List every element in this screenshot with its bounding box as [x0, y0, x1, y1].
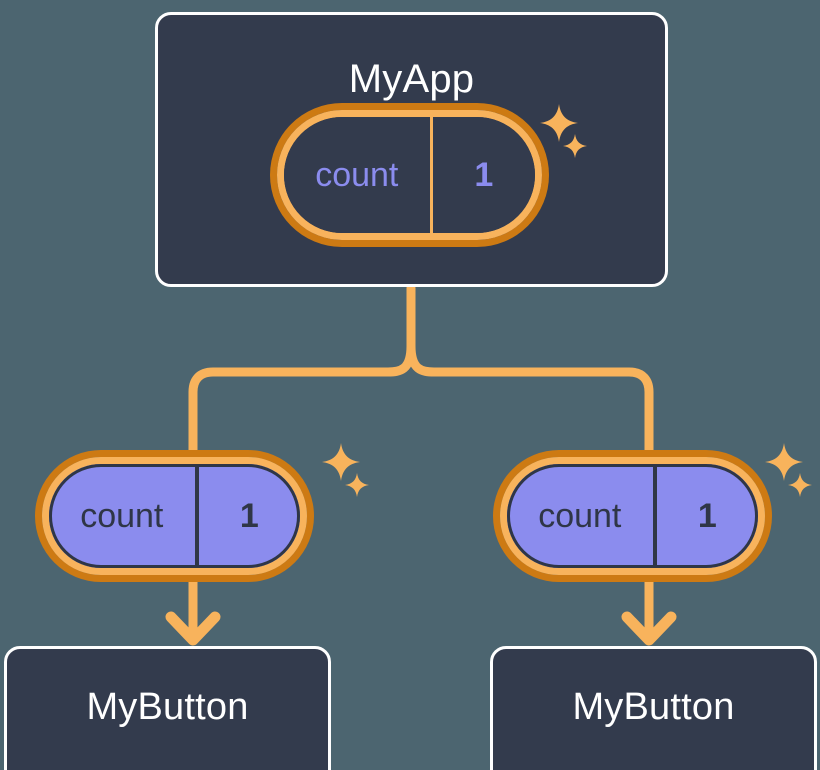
state-pill-right-key: count	[538, 496, 622, 535]
state-pill-left-value: 1	[194, 464, 300, 568]
sparkle-right-small-icon	[788, 473, 812, 497]
component-mybutton-right[interactable]: MyButton	[490, 646, 817, 770]
component-myapp-label: MyApp	[348, 57, 475, 101]
wire-arrow-left-head	[165, 611, 221, 646]
state-pill-right-inner: count 1	[507, 464, 758, 568]
state-pill-myapp[interactable]: count 1	[277, 110, 542, 240]
wire-branch-left	[188, 341, 416, 467]
sparkle-left-small-icon	[345, 473, 369, 497]
state-pill-myapp-key: count	[315, 155, 399, 194]
component-mybutton-left[interactable]: MyButton	[4, 646, 331, 770]
sparkle-right-large-icon	[765, 443, 803, 481]
wire-arrow-right-head	[621, 611, 677, 646]
state-pill-right-value: 1	[652, 464, 758, 568]
state-pill-left-inner: count 1	[49, 464, 300, 568]
state-pill-right[interactable]: count 1	[500, 457, 765, 575]
state-pill-left[interactable]: count 1	[42, 457, 307, 575]
state-pill-left-key: count	[80, 496, 164, 535]
component-mybutton-right-label: MyButton	[572, 686, 735, 728]
component-mybutton-left-label: MyButton	[86, 686, 249, 728]
sparkle-left-large-icon	[322, 443, 360, 481]
state-pill-myapp-value: 1	[429, 117, 535, 233]
wire-branch-right	[406, 341, 654, 467]
state-pill-myapp-inner: count 1	[284, 117, 535, 233]
